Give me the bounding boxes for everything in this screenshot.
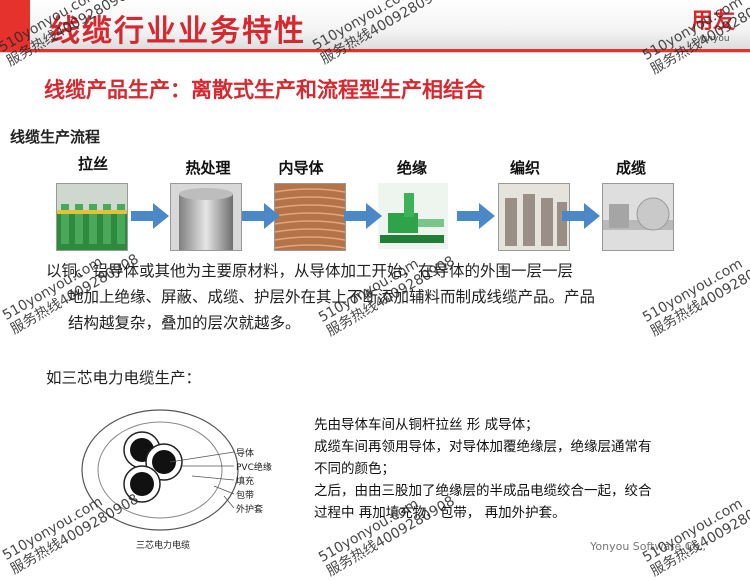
example-label: 如三芯电力电缆生产：: [46, 369, 202, 387]
page-title: 线缆行业业务特性: [50, 14, 306, 49]
step-label-inner-conductor: 内导体: [278, 159, 324, 177]
steps-line: 成缆车间再领用导体，对导体加覆绝缘层，绝缘层通常有: [314, 439, 652, 455]
arrow-right-icon: [457, 203, 495, 229]
process-description: 以铜、铝导体或其他为主要原材料，从导体加工开始，在导体的外围一层一层 地加上绝缘…: [46, 258, 706, 336]
heat-treatment-photo: [170, 183, 242, 251]
insulation-line-photo: [378, 183, 448, 249]
process-section-label: 线缆生产流程: [10, 128, 101, 146]
footer-company: Yonyou Software Co.,: [590, 540, 706, 553]
step-label-drawing: 拉丝: [77, 155, 108, 173]
arrow-right-icon: [131, 203, 169, 229]
cable-label-outer-sheath: 外护套: [236, 503, 263, 515]
description-line: 结构越复杂，叠加的层次就越多。: [68, 314, 301, 332]
arrow-right-icon: [242, 203, 280, 229]
header-accent-bar: [0, 0, 30, 52]
cable-caption: 三芯电力电缆: [136, 539, 190, 551]
cable-label-tape: 包带: [236, 489, 254, 501]
logo-cn-text: 用友: [690, 9, 735, 34]
description-line: 地加上绝缘、屏蔽、成缆、护层外在其上不断添加辅料而制成线缆产品。产品: [68, 288, 596, 306]
step-label-insulation: 绝缘: [396, 159, 427, 177]
arrow-right-icon: [562, 203, 600, 229]
arrow-right-icon: [344, 203, 382, 229]
inner-conductor-photo: [274, 183, 346, 251]
slide-subtitle: 线缆产品生产：离散式生产和流程型生产相结合: [44, 78, 485, 102]
braiding-machine-photo: [498, 183, 570, 251]
three-core-cable-diagram: 导体 PVC绝缘 填充 包带 外护套 三芯电力电缆: [81, 409, 272, 551]
cable-label-conductor: 导体: [236, 447, 254, 459]
logo-en-text: yonyou: [696, 34, 730, 44]
step-label-cabling: 成缆: [615, 159, 646, 177]
cabling-machine-photo: [602, 183, 674, 251]
cable-label-filler: 填充: [236, 475, 254, 487]
production-steps-text: 先由导体车间从铜杆拉丝 形 成导体； 成缆车间再领用导体，对导体加覆绝缘层，绝缘…: [314, 414, 734, 524]
yonyou-logo: 用友 yonyou: [684, 9, 742, 45]
slide-header: 线缆行业业务特性 用友 yonyou: [0, 0, 750, 53]
description-line: 以铜、铝导体或其他为主要原材料，从导体加工开始，在导体的外围一层一层: [46, 262, 574, 280]
steps-line: 过程中 再加填充物、包带， 再加外护套。: [314, 505, 566, 521]
steps-line: 之后，由由三股加了绝缘层的半成品电缆绞合一起，绞合: [314, 483, 652, 499]
step-label-braiding: 编织: [509, 159, 540, 177]
drawing-machine-photo: [56, 183, 128, 251]
steps-line: 不同的颜色；: [314, 461, 395, 477]
cable-label-pvc-insulation: PVC绝缘: [236, 461, 272, 473]
step-label-heat-treatment: 热处理: [185, 159, 231, 177]
header-underline: [0, 49, 750, 52]
steps-line: 先由导体车间从铜杆拉丝 形 成导体；: [314, 417, 539, 433]
